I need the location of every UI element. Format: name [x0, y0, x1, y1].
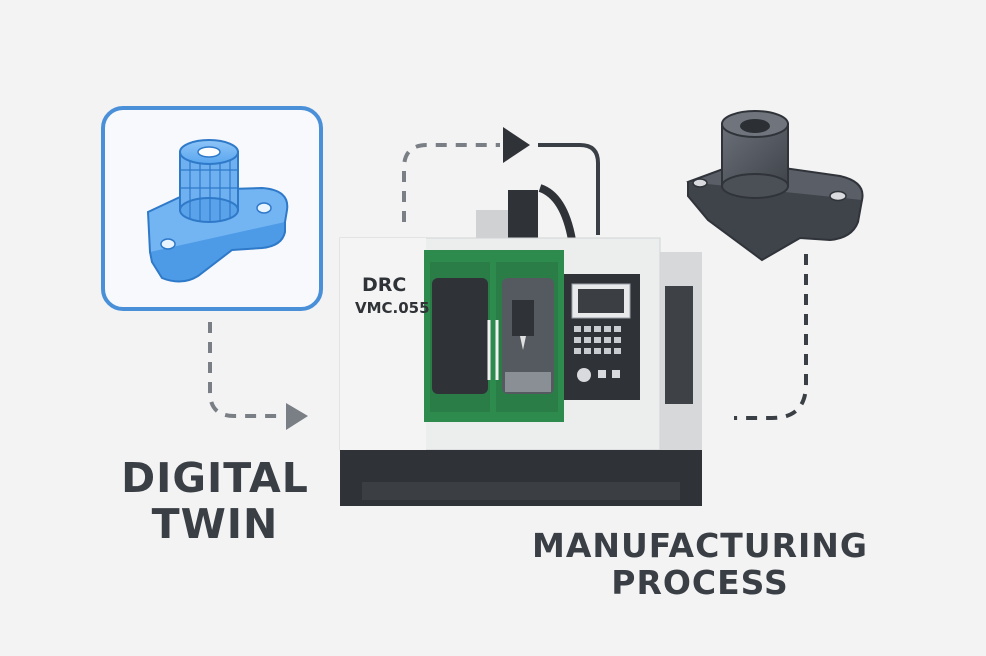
manufacturing-process-label: MANUFACTURING PROCESS: [520, 526, 880, 602]
physical-part-icon: [686, 110, 864, 262]
digital-twin-line1: DIGITAL: [121, 454, 309, 502]
cnc-machine-icon: DRC VMC.055: [339, 184, 702, 506]
manufacturing-line1: MANUFACTURING: [531, 526, 868, 565]
arrow-twin-to-machine: [208, 322, 308, 430]
arrow-feedback-loop: [402, 127, 600, 235]
machine-model-text: VMC.055: [355, 299, 430, 317]
control-keypad: [574, 326, 621, 354]
digital-twin-label: DIGITAL TWIN: [100, 454, 330, 548]
machine-brand-text: DRC: [362, 274, 406, 296]
blue-wireframe-part-icon: [146, 139, 289, 283]
digital-twin-line2: TWIN: [151, 499, 279, 548]
arrow-part-to-machine: [734, 254, 808, 420]
manufacturing-line2: PROCESS: [611, 562, 789, 602]
